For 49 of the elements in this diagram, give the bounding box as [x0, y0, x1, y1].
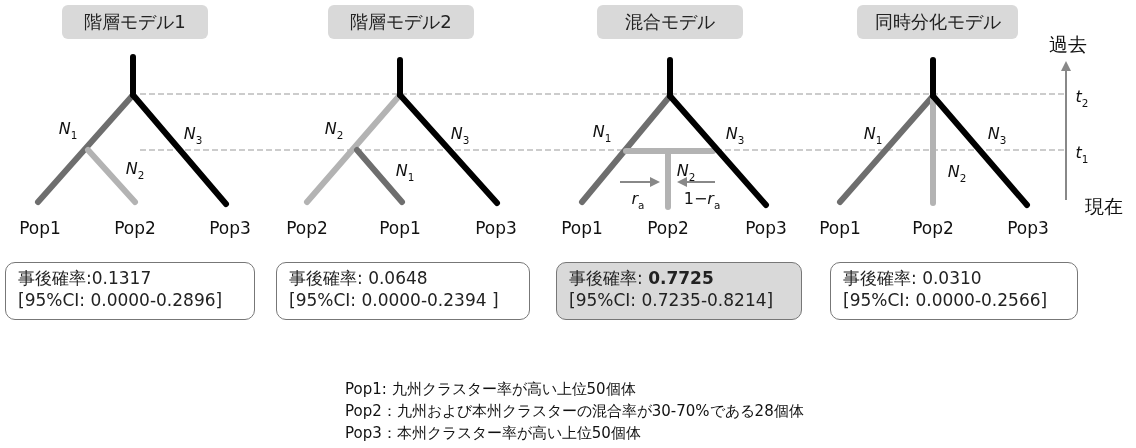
- parameter-label: N$_{3}$: [725, 124, 745, 146]
- parameter-label: N$_{2}$: [125, 159, 145, 181]
- parameter-label: 1−r$_{a}$: [683, 189, 721, 211]
- probability-text: 事後確率:0.1317: [18, 267, 153, 290]
- population-label: Pop2: [912, 218, 954, 238]
- confidence-interval-text: [95%CI: 0.0000-0.2566]: [843, 290, 1049, 310]
- population-label: Pop1: [561, 218, 603, 238]
- population-label: Pop3: [745, 218, 787, 238]
- model-title-box: 階層モデル1: [62, 5, 208, 39]
- legend-note: Pop2：九州および本州クラスターの混合率が30-70%である28個体: [345, 402, 804, 421]
- population-label: Pop1: [19, 218, 61, 238]
- parameter-label: N$_{1}$: [58, 119, 78, 141]
- confidence-interval-text: [95%CI: 0.7235-0.8214]: [569, 290, 775, 310]
- parameter-label: r$_{a}$: [631, 189, 645, 211]
- population-label: Pop2: [114, 218, 156, 238]
- parameter-label: N$_{1}$: [395, 161, 415, 183]
- confidence-interval-text: [95%CI: 0.0000-0.2896]: [18, 290, 224, 310]
- population-label: Pop1: [819, 218, 861, 238]
- parameter-label: N$_{2}$: [324, 119, 344, 141]
- population-label: Pop2: [286, 218, 328, 238]
- legend-note: Pop3：本州クラスター率が高い上位50個体: [345, 424, 641, 443]
- model-title-box: 階層モデル2: [328, 5, 474, 39]
- parameter-label: N$_{3}$: [183, 124, 203, 146]
- probability-box: [5, 262, 255, 320]
- probability-text: 事後確率: 0.0648: [289, 267, 429, 290]
- probability-box: [556, 262, 802, 320]
- parameter-label: N$_{3}$: [450, 124, 470, 146]
- probability-box: [830, 262, 1078, 320]
- parameter-label: N$_{2}$: [676, 161, 696, 183]
- time-axis-label: 現在: [1085, 194, 1123, 219]
- confidence-interval-text: [95%CI: 0.0000-0.2394 ]: [289, 290, 500, 310]
- legend-note: Pop1: 九州クラスター率が高い上位50個体: [345, 380, 636, 399]
- population-label: Pop1: [379, 218, 421, 238]
- population-label: Pop3: [1007, 218, 1049, 238]
- parameter-label: N$_{3}$: [987, 124, 1007, 146]
- population-label: Pop3: [475, 218, 517, 238]
- parameter-label: N$_{2}$: [947, 162, 967, 184]
- probability-text: 事後確率: 0.7725: [569, 267, 715, 290]
- parameter-label: N$_{1}$: [863, 124, 883, 146]
- parameter-label: N$_{1}$: [592, 122, 612, 144]
- model-title-box: 同時分化モデル: [857, 5, 1018, 39]
- probability-text: 事後確率: 0.0310: [843, 267, 983, 290]
- parameter-label: t$_{1}$: [1075, 143, 1089, 165]
- population-label: Pop3: [209, 218, 251, 238]
- population-label: Pop2: [647, 218, 689, 238]
- time-axis-label: 過去: [1049, 32, 1087, 57]
- probability-box: [276, 262, 530, 320]
- model-title-box: 混合モデル: [597, 5, 743, 39]
- parameter-label: t$_{2}$: [1075, 87, 1089, 109]
